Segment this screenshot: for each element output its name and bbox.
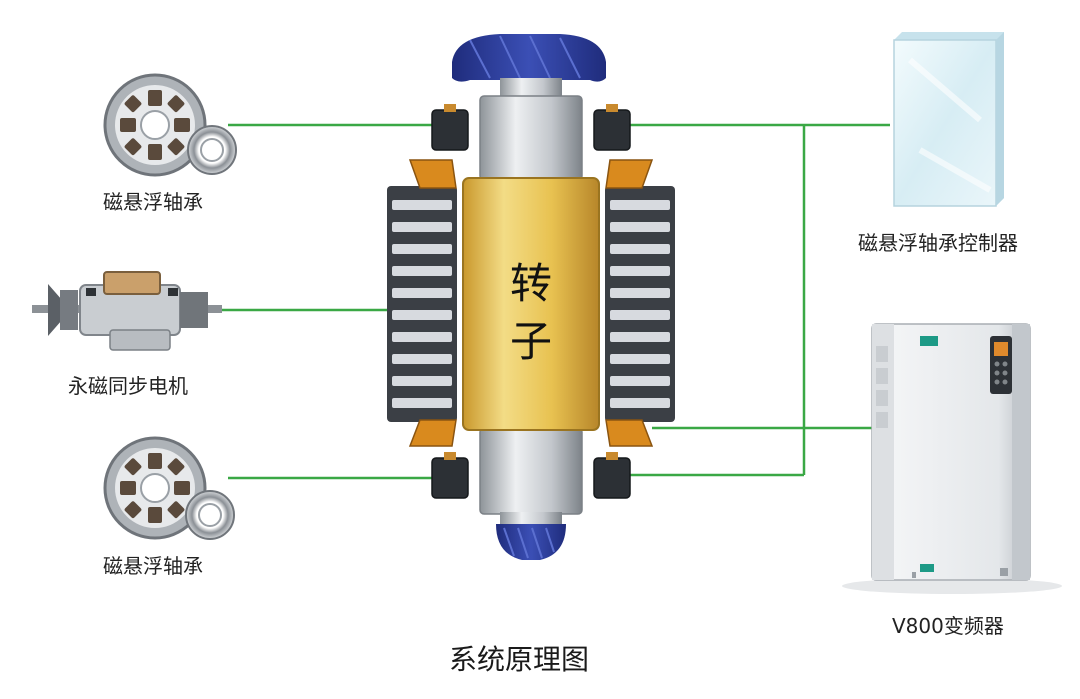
motor-label: 永磁同步电机 <box>68 374 188 398</box>
shaft-top <box>500 78 562 98</box>
connection-wires <box>215 123 890 480</box>
rotor-assembly <box>387 34 675 560</box>
bearing-controller-cabinet <box>893 32 1004 207</box>
v800-inverter <box>842 323 1062 594</box>
bearing-bottom-label: 磁悬浮轴承 <box>103 554 203 578</box>
rotor-label-line1: 转 <box>509 259 552 308</box>
pole-pieces <box>408 159 654 447</box>
magnetic-bearing-icon-bottom <box>103 436 235 540</box>
stator-right <box>605 186 675 422</box>
magnetic-bearing-icon-top <box>103 73 237 177</box>
shaft-upper <box>479 95 583 181</box>
pm-synchronous-motor-icon <box>32 271 222 351</box>
rotor-label-line2: 子 <box>509 317 552 366</box>
shaft-lower <box>479 427 583 515</box>
impeller-bottom <box>496 524 566 560</box>
rotor-core <box>462 177 600 431</box>
bearing-top-label: 磁悬浮轴承 <box>103 190 203 214</box>
inverter-label: V800变频器 <box>892 614 1004 638</box>
impeller-top <box>452 34 606 82</box>
stator-left <box>387 186 457 422</box>
diagram-caption: 系统原理图 <box>449 643 590 676</box>
controller-label: 磁悬浮轴承控制器 <box>858 231 1018 255</box>
